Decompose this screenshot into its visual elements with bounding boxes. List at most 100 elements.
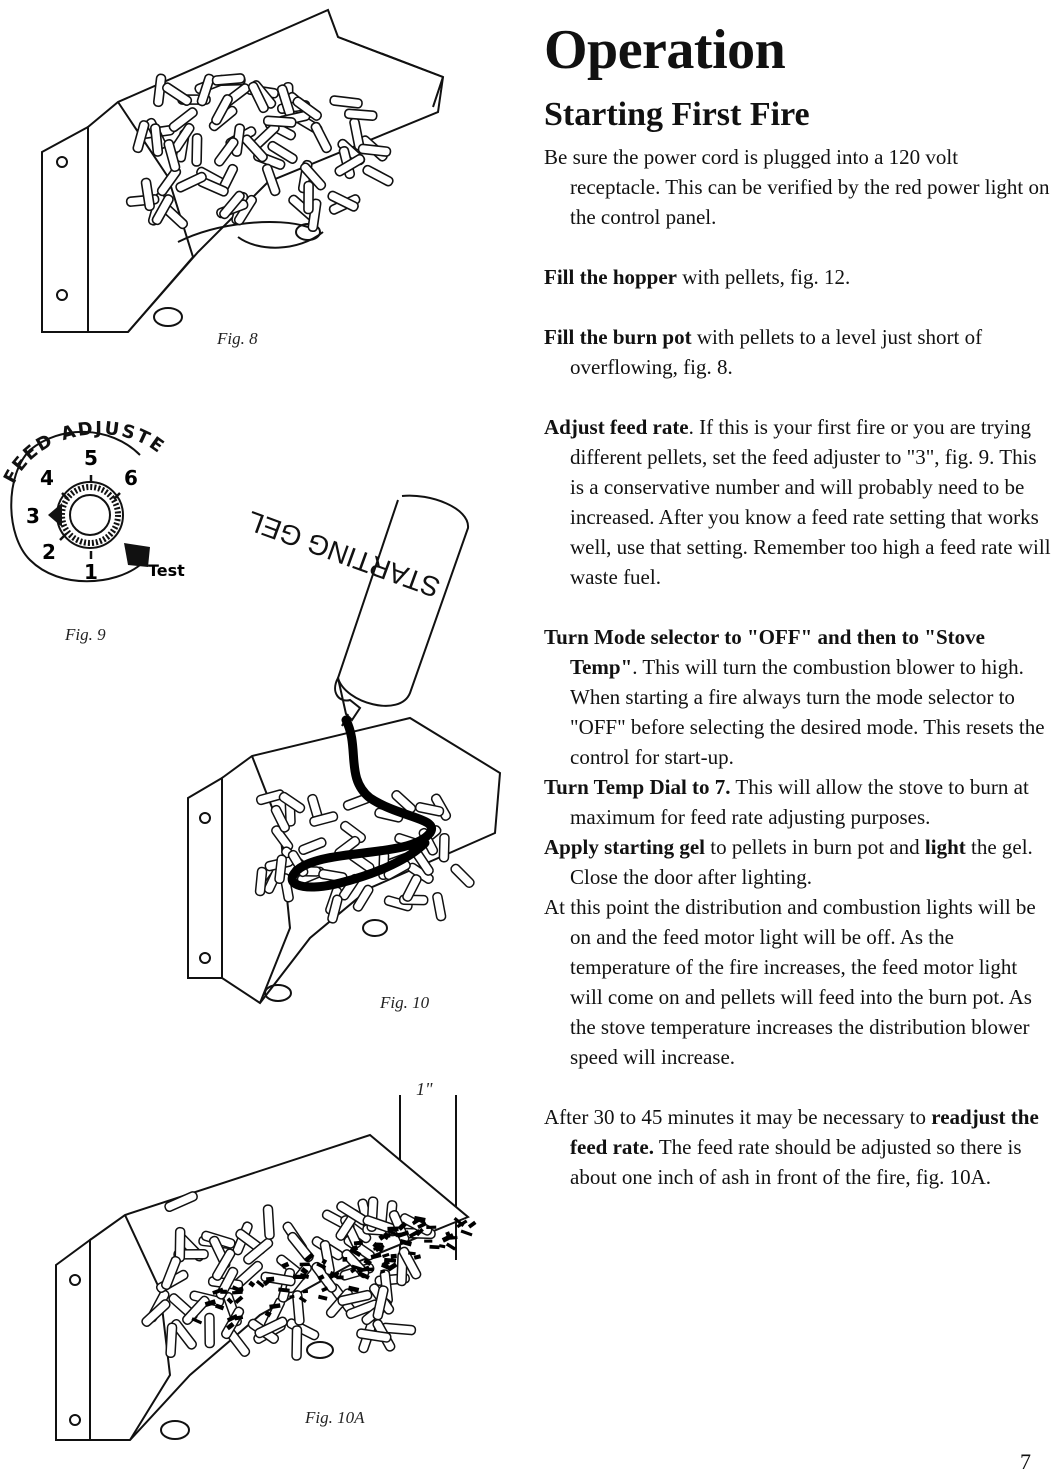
paragraph-temp-dial: Turn Temp Dial to 7. This will allow the… (544, 772, 1053, 832)
pellet (262, 1204, 275, 1240)
ash-measure-label: 1" (416, 1079, 433, 1099)
ash-flake (317, 1294, 328, 1301)
ash-flake (408, 1251, 416, 1256)
pellet (267, 140, 298, 164)
ash-flake (395, 1232, 407, 1237)
pellet (327, 894, 343, 924)
pellet (362, 164, 394, 187)
pellet (402, 874, 422, 902)
pellet (261, 163, 281, 197)
pellet (450, 863, 475, 889)
paragraph-lights-status: At this point the distribution and combu… (544, 895, 1036, 1069)
pellet (278, 791, 306, 814)
ash-flake (255, 1279, 265, 1288)
ash-flake (302, 1289, 309, 1294)
pellet (260, 1271, 296, 1287)
pellet (175, 171, 207, 193)
ash-flake (399, 1238, 413, 1247)
ash-flake (408, 1229, 421, 1239)
ash-flake (321, 1258, 328, 1265)
adjust-feed-rate-text: . If this is your first fire or you are … (570, 415, 1051, 589)
paragraph-fill-burn-pot: Fill the burn pot with pellets to a leve… (544, 322, 1053, 382)
ash-flake (357, 1271, 370, 1280)
ash-flake (387, 1226, 399, 1232)
ash-flake (378, 1234, 385, 1241)
ash-flake (397, 1221, 408, 1231)
ash-flake (372, 1241, 384, 1253)
ash-flake (214, 1303, 225, 1311)
ash-flake (316, 1262, 327, 1270)
ash-flake (317, 1274, 325, 1281)
pellet (274, 854, 288, 885)
ash-flake (266, 1276, 275, 1283)
pellet (391, 789, 417, 814)
pellet (299, 162, 327, 191)
pellet (162, 82, 193, 107)
ash-flake (347, 1285, 360, 1293)
ash-flake (363, 1258, 372, 1266)
paragraph-mode-selector: Turn Mode selector to "OFF" and then to … (544, 622, 1053, 772)
fill-hopper-text: with pellets, fig. 12. (677, 265, 851, 289)
pellet (414, 802, 445, 817)
dial-number-4: 4 (40, 466, 54, 490)
pellet (211, 1248, 236, 1281)
pellet (287, 1231, 314, 1263)
pellet (164, 1191, 198, 1213)
figure-10-starting-gel: STARTING GEL (187, 494, 502, 1005)
dial-number-3: 3 (26, 504, 40, 528)
ash-flake (329, 1271, 339, 1279)
page-number: 7 (1020, 1449, 1031, 1474)
adjust-feed-rate-bold: Adjust feed rate (544, 415, 689, 439)
starting-gel-bold: Apply starting gel (544, 835, 706, 859)
section-heading: Starting First Fire (544, 96, 810, 133)
pellet (337, 1289, 373, 1307)
ash-flake (445, 1242, 457, 1251)
ash-flake (382, 1252, 390, 1258)
paragraph-fill-hopper: Fill the hopper with pellets, fig. 12. (544, 262, 1053, 292)
pellet (243, 1237, 274, 1265)
pellet (161, 1255, 181, 1290)
ash-flake (226, 1297, 234, 1305)
ash-flake (264, 1310, 272, 1318)
dial-number-6: 6 (124, 466, 138, 490)
ash-flake (342, 1256, 348, 1262)
ash-flake (383, 1233, 391, 1238)
temp-dial-bold: Turn Temp Dial to 7. (544, 775, 731, 799)
fill-burn-pot-text: with pellets to a level just short of ov… (570, 325, 983, 379)
pellet (204, 1312, 215, 1349)
pellet (140, 177, 155, 212)
readjust-text: The feed rate should be adjusted so ther… (570, 1135, 1022, 1189)
ash-flake (413, 1254, 422, 1260)
pellet (196, 73, 215, 107)
pellet (165, 1322, 178, 1359)
ash-flake (356, 1267, 370, 1273)
ash-flake (426, 1225, 437, 1230)
ash-flake (300, 1266, 309, 1276)
ash-flake (304, 1252, 315, 1263)
paragraph-power-cord: Be sure the power cord is plugged into a… (544, 145, 1050, 229)
pellet (291, 1325, 303, 1361)
ash-flake (441, 1233, 455, 1243)
pellet (398, 1246, 422, 1280)
pellet (310, 121, 332, 154)
ash-flake (298, 1296, 307, 1304)
readjust-start: After 30 to 45 minutes it may be necessa… (544, 1105, 932, 1129)
pellet (270, 804, 291, 833)
figure-9-feed-adjuster-dial: FEED ADJUSTER 1 2 3 4 5 6 Test (0, 415, 185, 584)
pellet (163, 139, 181, 173)
ash-flake (289, 1294, 295, 1299)
figure-10a-ash-level: 1" (55, 1079, 477, 1441)
ash-flake (191, 1317, 203, 1325)
pellet (329, 95, 363, 109)
starting-gel-mid: to pellets in burn pot and (705, 835, 925, 859)
pellet (151, 194, 174, 226)
ash-flake (269, 1303, 281, 1310)
pellet (309, 811, 339, 827)
pellet (298, 837, 327, 856)
ash-flake (460, 1229, 473, 1237)
ash-flake (321, 1286, 329, 1293)
ash-flake (231, 1285, 244, 1294)
instructions-column: Operation Starting First Fire Be sure th… (544, 18, 1053, 1192)
ash-flake (299, 1262, 310, 1267)
ash-flake (204, 1299, 217, 1308)
